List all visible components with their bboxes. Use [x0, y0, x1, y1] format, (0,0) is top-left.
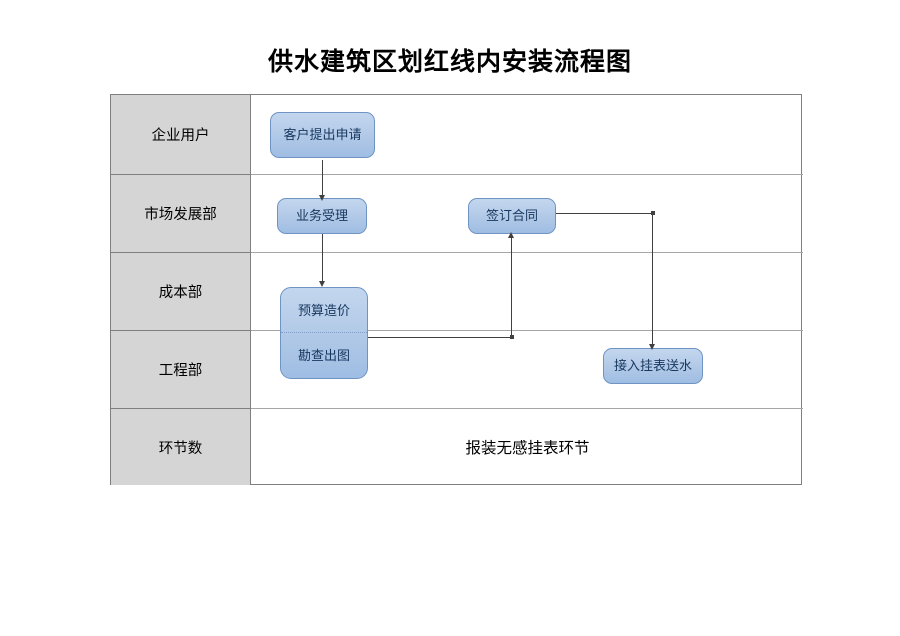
- connector-apply-to-accept: [322, 160, 324, 198]
- lane-label-cost-department: 成本部: [111, 253, 251, 330]
- row-divider-3: [111, 330, 803, 331]
- lane-label-enterprise-user: 企业用户: [111, 95, 251, 174]
- page-title: 供水建筑区划红线内安装流程图: [267, 49, 632, 76]
- summary-text: 报装无感挂表环节: [465, 440, 590, 457]
- node-budget-and-survey[interactable]: 预算造价 勘查出图: [280, 287, 368, 379]
- arrowhead-contract-to-meter: [649, 344, 655, 350]
- arrowhead-accept-to-budget: [319, 281, 325, 287]
- node-business-acceptance[interactable]: 业务受理: [277, 198, 367, 234]
- connector-corner-contract-meter: [651, 211, 655, 215]
- lane-label-sep-1: [111, 174, 251, 175]
- arrowhead-survey-to-contract: [508, 232, 514, 238]
- node-sign-contract[interactable]: 签订合同: [468, 198, 556, 234]
- lane-label-sep-2: [111, 252, 251, 253]
- connector-survey-to-contract-vertical: [511, 234, 513, 338]
- lane-label-sep-3: [111, 330, 251, 331]
- connector-survey-to-contract-horizontal: [368, 337, 513, 339]
- lane-label-market-development: 市场发展部: [111, 175, 251, 252]
- lane-label-sep-4: [111, 408, 251, 409]
- connector-contract-to-meter-horizontal: [554, 213, 654, 215]
- node-survey-drawing-label: 勘查出图: [297, 347, 350, 363]
- connector-corner-survey-contract: [510, 335, 514, 339]
- row-divider-2: [111, 252, 803, 253]
- arrowhead-apply-to-accept: [319, 195, 325, 201]
- lane-label-step-count: 环节数: [111, 409, 251, 485]
- lane-label-engineering-department: 工程部: [111, 331, 251, 408]
- swimlane-table: 企业用户 市场发展部 成本部 工程部 环节数 报装无感挂表环节: [110, 94, 803, 485]
- node-budget-survey-divider: [281, 332, 367, 333]
- node-customer-application[interactable]: 客户提出申请: [270, 112, 375, 158]
- row-divider-4: [111, 408, 803, 409]
- node-connect-meter-supply-water[interactable]: 接入挂表送水: [603, 348, 703, 384]
- node-budget-estimate-label: 预算造价: [297, 302, 350, 318]
- connector-accept-to-budget: [322, 233, 324, 284]
- row-divider-1: [111, 174, 803, 175]
- connector-contract-to-meter-vertical: [652, 213, 654, 348]
